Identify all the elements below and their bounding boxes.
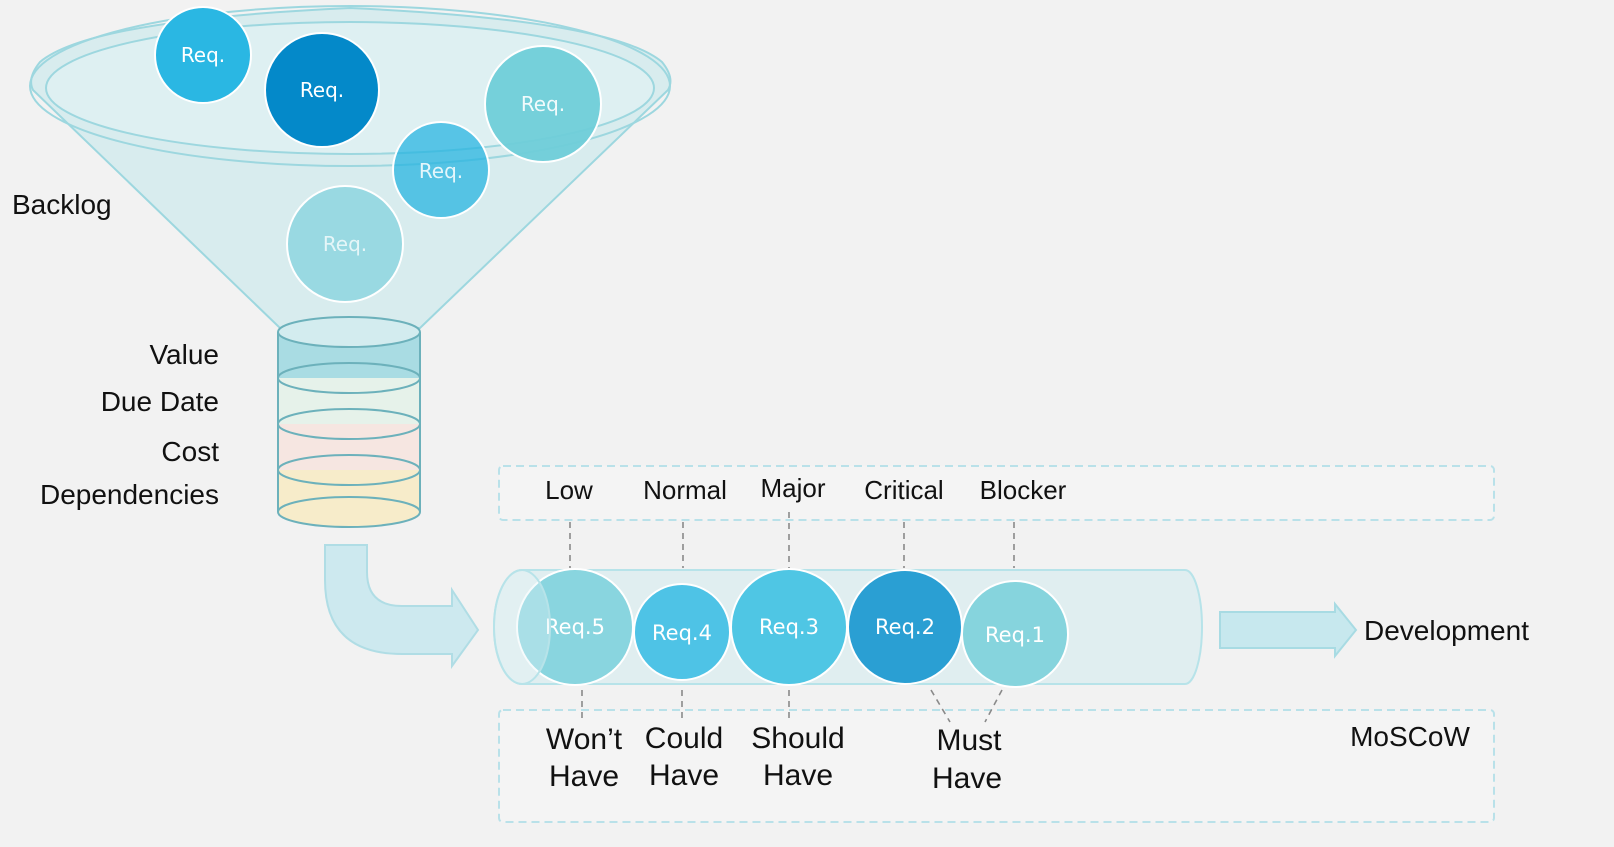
pipeline-req-label-4: Req.4 (652, 621, 712, 645)
criteria-label-2: Due Date (101, 386, 219, 417)
moscow-could-line2: Have (649, 759, 719, 792)
moscow-box (498, 709, 1495, 823)
criteria-divider-1 (277, 362, 421, 394)
criteria-divider-2 (277, 408, 421, 440)
pipe-front-rim (493, 568, 551, 686)
development-label: Development (1364, 615, 1529, 646)
pipeline-req-label-2: Req.2 (875, 615, 935, 639)
priority-connectors (569, 512, 1015, 568)
priority-critical: Critical (864, 475, 943, 505)
funnel-req-label-4: Req. (419, 159, 463, 183)
criteria-layer-2 (278, 378, 420, 424)
pipeline-req-label-3: Req.3 (759, 615, 819, 639)
priority-major: Major (760, 473, 825, 503)
criteria-stack (277, 316, 421, 528)
funnel-req-label-3: Req. (521, 92, 565, 116)
moscow-should-line1: Should (751, 722, 844, 755)
criteria-stack-top (277, 316, 421, 348)
criteria-label-3: Cost (161, 436, 219, 467)
pipeline-req-label-5: Req.5 (545, 615, 605, 639)
funnel-req-label-1: Req. (181, 43, 225, 67)
pipeline-req-label-1: Req.1 (985, 623, 1045, 647)
priority-normal: Normal (643, 475, 727, 505)
backlog-label: Backlog (12, 189, 112, 220)
moscow-title: MoSCoW (1350, 721, 1470, 752)
criteria-layer-3 (278, 424, 420, 470)
moscow-should-line2: Have (763, 759, 833, 792)
curved-arrow (324, 544, 480, 670)
pipeline-req-circle-4 (633, 583, 731, 681)
criteria-layer-4-bottom (277, 496, 421, 528)
moscow-connectors (581, 689, 1003, 723)
output-arrow (1219, 601, 1358, 659)
funnel-req-circle-3 (484, 45, 602, 163)
funnel-rim-outer (29, 5, 671, 167)
funnel-requests: Req. Req. Req. Req. Req. (154, 6, 602, 303)
pipeline-req-circle-1 (961, 580, 1069, 688)
priority-blocker: Blocker (980, 475, 1067, 505)
priority-low: Low (545, 475, 593, 505)
funnel-req-circle-1 (154, 6, 252, 104)
moscow-must-line2: Have (932, 762, 1002, 795)
criteria-label-4: Dependencies (40, 479, 219, 510)
funnel-req-circle-2 (264, 32, 380, 148)
priority-levels-box (498, 465, 1495, 521)
moscow-wont-line1: Won’t (546, 723, 623, 756)
criteria-divider-3 (277, 454, 421, 486)
funnel-req-label-5: Req. (323, 232, 367, 256)
funnel-req-circle-4 (392, 121, 490, 219)
moscow-must-line1: Must (936, 724, 1002, 757)
funnel-req-circle-5 (286, 185, 404, 303)
funnel-req-label-2: Req. (300, 78, 344, 102)
moscow-could-line1: Could (645, 722, 723, 755)
criteria-label-1: Value (149, 339, 219, 370)
moscow-wont-line2: Have (549, 760, 619, 793)
